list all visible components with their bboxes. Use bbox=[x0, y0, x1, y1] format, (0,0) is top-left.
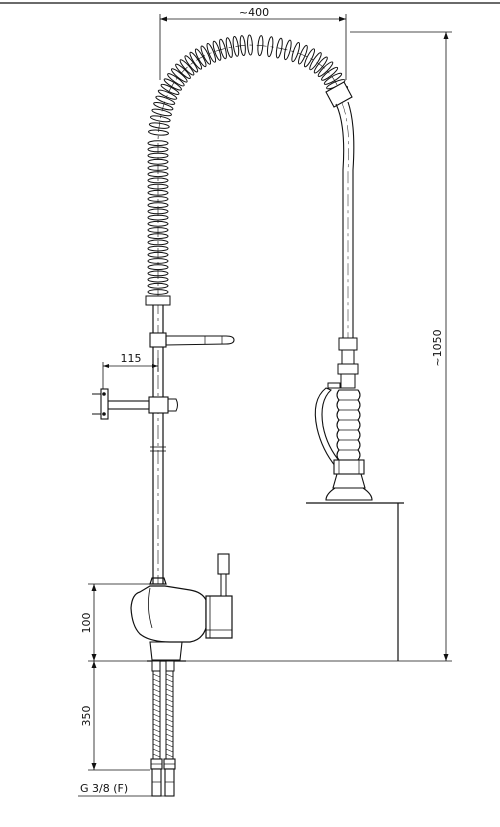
hose-braid-mark bbox=[152, 693, 161, 698]
wall-bracket bbox=[92, 388, 178, 420]
body-height-label: 100 bbox=[80, 613, 93, 634]
mixer-lever-handle bbox=[217, 553, 230, 575]
hose-braid-mark bbox=[152, 713, 161, 718]
arm-offset-dimension: 115 bbox=[102, 352, 159, 390]
hose-braid-mark bbox=[165, 683, 174, 688]
wall-plate bbox=[100, 388, 109, 420]
supply-nut-right bbox=[164, 768, 175, 797]
mixer-lever-stem bbox=[220, 573, 227, 597]
hose-braid-mark bbox=[152, 748, 161, 753]
hose-braid-mark bbox=[165, 703, 174, 708]
hose-braid-mark bbox=[152, 733, 161, 738]
hose-braid-mark bbox=[152, 683, 161, 688]
hose-braid-mark bbox=[165, 738, 174, 743]
hose-braid-mark bbox=[152, 708, 161, 713]
supply-hoses bbox=[150, 660, 176, 797]
sink-outline bbox=[306, 502, 404, 661]
hose-braid-mark bbox=[152, 698, 161, 703]
trigger-pivot bbox=[327, 382, 341, 389]
hose-braid-mark bbox=[165, 723, 174, 728]
width-dimension: ~400 bbox=[159, 6, 347, 80]
hose-braid-mark bbox=[165, 713, 174, 718]
spring-centerline bbox=[157, 44, 341, 300]
hose-braid-mark bbox=[165, 733, 174, 738]
spring-coil-turn bbox=[266, 36, 274, 58]
hose-braid-mark bbox=[165, 718, 174, 723]
hose-braid-mark bbox=[165, 673, 174, 678]
height-dimension: ~1050 bbox=[186, 31, 452, 662]
hose-braid-mark bbox=[152, 753, 161, 758]
hose-braid-mark bbox=[165, 748, 174, 753]
spray-nozzle bbox=[325, 487, 373, 501]
supply-nut-left bbox=[151, 768, 162, 797]
connection-label: G 3/8 (F) bbox=[80, 782, 128, 795]
spring-coil-turn bbox=[147, 264, 169, 271]
hose-braid-mark bbox=[152, 703, 161, 708]
hose-braid-mark bbox=[152, 738, 161, 743]
hose-braid-mark bbox=[165, 743, 174, 748]
height-label: ~1050 bbox=[431, 329, 444, 366]
mixer-housing bbox=[130, 585, 207, 643]
spray-grip bbox=[336, 389, 361, 461]
hose-braid-mark bbox=[152, 718, 161, 723]
hose-braid-mark bbox=[165, 728, 174, 733]
hose-length-label: 350 bbox=[80, 706, 93, 727]
upper-holder-arm bbox=[149, 332, 235, 348]
body-and-hose-dimensions: 100 350 bbox=[80, 583, 155, 771]
connection-callout: G 3/8 (F) bbox=[78, 782, 165, 797]
flexible-hose bbox=[335, 101, 355, 338]
hose-braid-mark bbox=[165, 708, 174, 713]
hose-braid-mark bbox=[152, 743, 161, 748]
hose-braid-mark bbox=[152, 678, 161, 683]
spray-valve bbox=[314, 337, 373, 501]
hose-braid-mark bbox=[165, 688, 174, 693]
hose-braid-mark bbox=[165, 678, 174, 683]
spring-coil-turn bbox=[283, 39, 292, 61]
arm-offset-label: 115 bbox=[121, 352, 142, 365]
width-label: ~400 bbox=[239, 6, 269, 19]
hose-braid-mark bbox=[152, 728, 161, 733]
hose-braid-mark bbox=[152, 723, 161, 728]
hose-braid-mark bbox=[165, 698, 174, 703]
hose-braid-mark bbox=[165, 753, 174, 758]
spring-coil bbox=[147, 34, 349, 295]
hose-braid-mark bbox=[165, 693, 174, 698]
spring-anchor-collar bbox=[145, 295, 171, 306]
mixer-body bbox=[130, 553, 233, 662]
hose-braid-mark bbox=[152, 688, 161, 693]
hose-braid-mark bbox=[152, 673, 161, 678]
spring-end-collar bbox=[325, 81, 353, 108]
spring-coil-turn bbox=[147, 158, 169, 165]
